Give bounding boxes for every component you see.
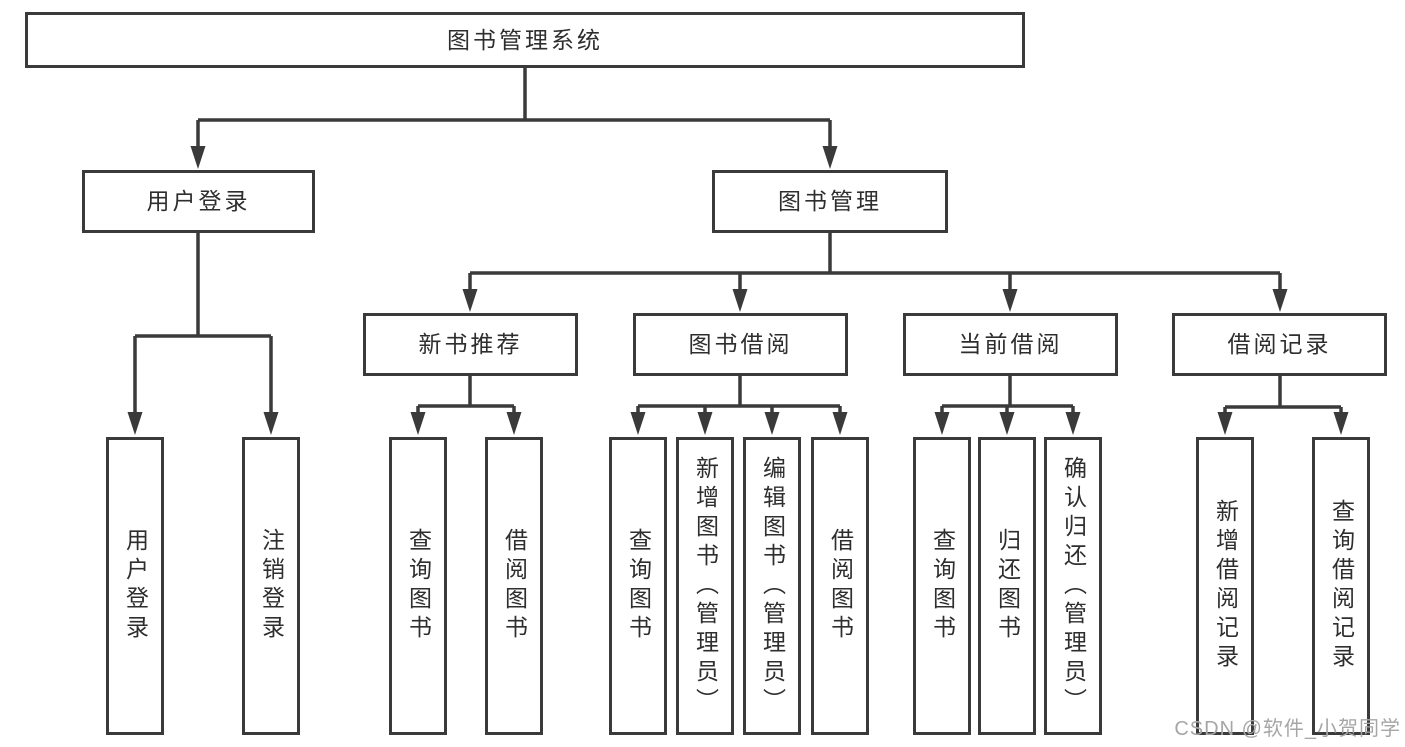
leaf-cb-confirm-return-admin-label: 确认归还（管理员） — [1060, 455, 1087, 717]
leaf-nbr-query-book: 查询图书 — [389, 437, 447, 735]
leaf-br-add-record: 新增借阅记录 — [1196, 437, 1254, 735]
leaf-br-add-record-label: 新增借阅记录 — [1212, 499, 1239, 673]
connector-current-borrowing — [934, 374, 1081, 435]
leaf-nbr-query-book-label: 查询图书 — [405, 528, 432, 644]
leaf-user-login: 用户登录 — [106, 437, 164, 735]
leaf-cb-return-book: 归还图书 — [978, 437, 1036, 735]
node-book-borrowing: 图书借阅 — [633, 313, 848, 376]
node-book-management: 图书管理 — [712, 170, 948, 233]
leaf-cb-confirm-return-admin: 确认归还（管理员） — [1044, 437, 1102, 735]
watermark: CSDN @软件_小贺同学 — [1174, 718, 1401, 740]
leaf-cb-return-book-label: 归还图书 — [994, 528, 1021, 644]
node-new-book-recommendation: 新书推荐 — [363, 313, 578, 376]
node-root-label: 图书管理系统 — [447, 26, 603, 53]
node-user-login: 用户登录 — [82, 170, 315, 233]
leaf-bb-edit-book-admin-label: 编辑图书（管理员） — [759, 455, 786, 717]
node-book-borrowing-label: 图书借阅 — [688, 331, 793, 357]
node-root: 图书管理系统 — [25, 12, 1025, 68]
node-borrowing-records: 借阅记录 — [1172, 313, 1387, 376]
node-user-login-label: 用户登录 — [146, 188, 251, 214]
leaf-logout-login-label: 注销登录 — [258, 528, 285, 644]
leaf-bb-borrow-book-label: 借阅图书 — [827, 528, 854, 644]
leaf-cb-query-book: 查询图书 — [913, 437, 971, 735]
leaf-bb-add-book-admin-label: 新增图书（管理员） — [692, 455, 719, 717]
leaf-bb-add-book-admin: 新增图书（管理员） — [676, 437, 734, 735]
connector-root — [190, 66, 838, 169]
leaf-user-login-label: 用户登录 — [122, 528, 149, 644]
connector-new-book-recommendation — [410, 374, 522, 435]
node-new-book-recommendation-label: 新书推荐 — [418, 331, 523, 357]
leaf-nbr-borrow-book-label: 借阅图书 — [501, 528, 528, 644]
node-book-management-label: 图书管理 — [778, 188, 882, 214]
leaf-bb-edit-book-admin: 编辑图书（管理员） — [743, 437, 801, 735]
node-current-borrowing: 当前借阅 — [903, 313, 1118, 376]
leaf-br-query-record: 查询借阅记录 — [1312, 437, 1370, 735]
leaf-bb-borrow-book: 借阅图书 — [811, 437, 869, 735]
connector-book-borrowing — [630, 374, 848, 435]
node-current-borrowing-label: 当前借阅 — [958, 331, 1063, 357]
leaf-bb-query-book: 查询图书 — [609, 437, 667, 735]
leaf-bb-query-book-label: 查询图书 — [625, 528, 652, 644]
leaf-nbr-borrow-book: 借阅图书 — [485, 437, 543, 735]
node-borrowing-records-label: 借阅记录 — [1227, 331, 1332, 357]
leaf-cb-query-book-label: 查询图书 — [929, 528, 956, 644]
connector-book-management — [462, 231, 1288, 312]
connector-borrowing-records — [1217, 374, 1349, 435]
leaf-logout-login: 注销登录 — [242, 437, 300, 735]
leaf-br-query-record-label: 查询借阅记录 — [1328, 499, 1355, 673]
connector-user-login — [127, 231, 279, 435]
